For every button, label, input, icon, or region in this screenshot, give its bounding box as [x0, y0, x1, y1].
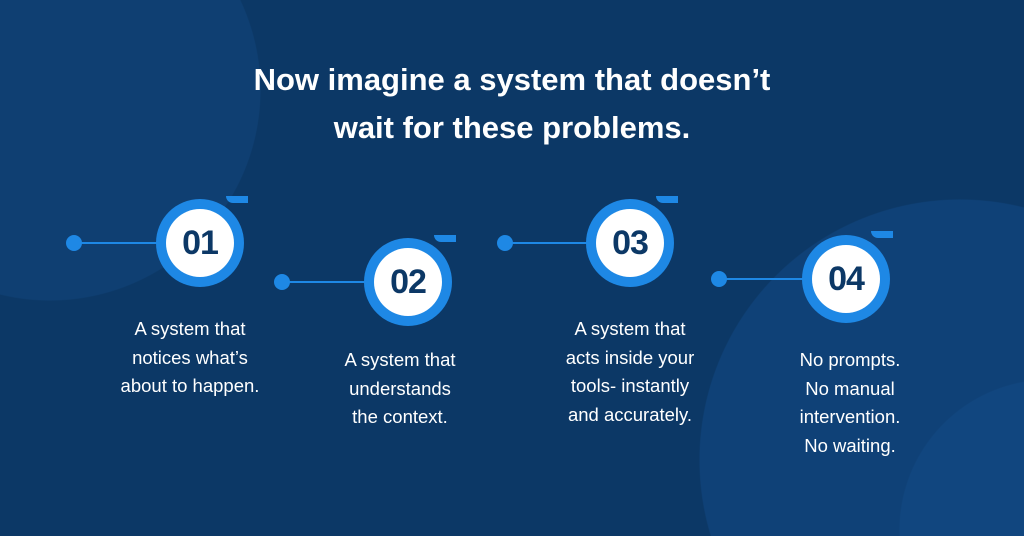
step-number: 02 [374, 248, 442, 316]
step-description: A system that understands the context. [290, 346, 510, 432]
connector-dot [274, 274, 290, 290]
connector-dot [711, 271, 727, 287]
connector-line [282, 281, 372, 283]
desc-line: the context. [352, 406, 448, 427]
ring-accent-tab [434, 235, 456, 242]
desc-line: No manual [805, 377, 895, 399]
ring-accent-tab [656, 196, 678, 203]
desc-line: about to happen. [120, 375, 260, 396]
ring-accent-tab [871, 231, 893, 238]
step-badge: 01 [156, 199, 244, 287]
connector-line [719, 278, 809, 280]
step-number: 03 [596, 209, 664, 277]
desc-line: No waiting. [804, 434, 896, 456]
step-badge: 04 [802, 235, 890, 323]
title-line-1: Now imagine a system that doesn’t [253, 62, 771, 97]
connector-line [74, 242, 164, 244]
step-number: 01 [166, 209, 234, 277]
desc-line: A system that [574, 318, 686, 339]
page-title: Now imagine a system that doesn’t wait f… [0, 56, 1024, 152]
desc-line: intervention. [799, 406, 901, 427]
connector-dot [497, 235, 513, 251]
desc-line: A system that [134, 318, 246, 339]
connector-dot [66, 235, 82, 251]
desc-line: notices what’s [132, 346, 248, 368]
step-description: A system that acts inside your tools- in… [520, 315, 740, 429]
step-number: 04 [812, 245, 880, 313]
desc-line: tools- instantly [570, 375, 690, 396]
desc-line: understands [349, 377, 451, 399]
connector-line [505, 242, 595, 244]
step-description: No prompts. No manual intervention. No w… [740, 346, 960, 460]
desc-line: and accurately. [567, 403, 693, 425]
title-line-2: wait for these problems. [333, 110, 691, 145]
desc-line: acts inside your [565, 346, 695, 368]
step-badge: 03 [586, 199, 674, 287]
desc-line: No prompts. [799, 349, 901, 370]
desc-line: A system that [344, 349, 456, 370]
step-badge: 02 [364, 238, 452, 326]
step-description: A system that notices what’s about to ha… [80, 315, 300, 401]
ring-accent-tab [226, 196, 248, 203]
